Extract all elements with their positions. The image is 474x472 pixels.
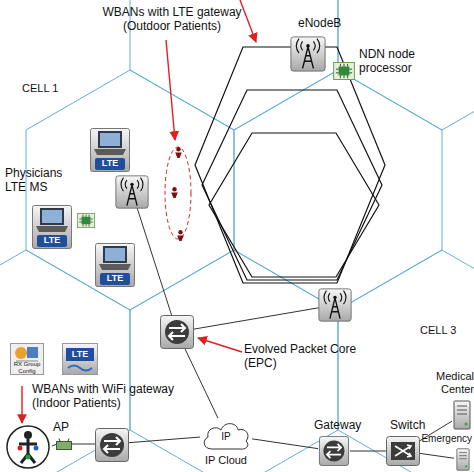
server-shape [454, 448, 472, 471]
cell-name: CELL 3 [420, 324, 470, 337]
node-label: IP Cloud [196, 454, 256, 467]
lte-terminal: Physicians LTE MSLTE [32, 205, 72, 249]
cell-tower [319, 289, 351, 321]
lte-terminal: LTE [95, 243, 135, 287]
node-label: NDN node processor [359, 48, 431, 76]
node-label: LTE [32, 235, 72, 245]
router-icon [319, 436, 348, 465]
wban-patient [175, 147, 182, 158]
node-label: IP [200, 431, 252, 443]
ap-icon [57, 439, 72, 450]
ndn-chip [77, 213, 94, 227]
wban-patient [177, 230, 184, 241]
node-label: Medical Center [412, 370, 474, 395]
laptop-icon [91, 129, 130, 172]
cell-hexagon [338, 250, 474, 472]
network-switch: Switch [386, 436, 420, 466]
chip-icon [334, 62, 355, 79]
cell-hexagon [338, 0, 474, 130]
access-point: AP [56, 438, 72, 450]
coverage-hexagon [209, 133, 379, 277]
node-label: eNodeB [298, 17, 358, 31]
icon-caption: LTE [62, 349, 98, 359]
server-icon [457, 449, 469, 470]
network-link [350, 451, 386, 452]
node-label: Evolved Packet Core (EPC) [244, 343, 372, 371]
ap-shape [56, 438, 72, 450]
callout-arrow [166, 40, 175, 140]
config-icon [11, 344, 44, 375]
laptop-icon [96, 244, 135, 287]
router-shape [318, 436, 350, 466]
network-link [72, 437, 200, 444]
cell-tower [116, 176, 148, 208]
cell-hexagon [26, 70, 234, 310]
node-label: LTE [90, 158, 130, 168]
coverage-hexagons [195, 47, 385, 283]
decor-icons [7, 147, 351, 468]
node-label: Switch [390, 419, 440, 433]
ip-cloud: IPIP Cloud [200, 418, 252, 452]
lte-terminal: LTE [90, 128, 130, 172]
gateway-router: Gateway [318, 436, 350, 466]
laptop-icon [33, 206, 72, 249]
tower-icon [291, 37, 325, 71]
ndn-processor: NDN node processor [333, 62, 355, 80]
node-label: Physicians LTE MS [5, 167, 69, 195]
network-link [185, 349, 218, 418]
node-label: Gateway [314, 419, 374, 433]
callout-arrow [240, 0, 256, 42]
wban-indoor-icon [7, 426, 49, 468]
callout-arrow [21, 386, 22, 423]
network-link [252, 439, 318, 449]
core-router: Evolved Packet Core (EPC) [160, 315, 194, 349]
backhaul-wire [132, 192, 177, 332]
switch-icon [387, 437, 420, 466]
cell-name: CELL 1 [22, 82, 72, 95]
wban-patient [171, 187, 178, 198]
coverage-hexagon [202, 90, 382, 280]
callout-arrow [198, 338, 242, 352]
callout-text: WBANs with LTE gateway (Outdoor Patients… [92, 6, 252, 34]
icon-caption: RX Group Config [10, 361, 44, 375]
router-shape [160, 315, 194, 349]
wban-group-outline [165, 147, 191, 239]
server-icon: Medical Center [452, 400, 472, 430]
base-station: eNodeB [290, 36, 326, 72]
router-icon [96, 429, 129, 462]
node-label: AP [53, 421, 77, 435]
tower-shape [290, 36, 326, 72]
node-label: LTE [95, 273, 135, 283]
network-link [420, 453, 454, 458]
node-label: Emergency [416, 433, 472, 445]
switch-shape [386, 436, 420, 466]
callout-arrows [22, 0, 256, 423]
server-shape [452, 400, 472, 430]
backhaul-wire [177, 305, 335, 332]
chip-shape [333, 62, 355, 80]
config-icon [63, 344, 98, 375]
router-icon [161, 316, 194, 349]
callout-text: WBANs with WiFi gateway (Indoor Patients… [32, 383, 182, 411]
coverage-hexagon [195, 47, 385, 283]
server-icon [454, 401, 470, 429]
server-icon: Emergency [454, 448, 472, 471]
